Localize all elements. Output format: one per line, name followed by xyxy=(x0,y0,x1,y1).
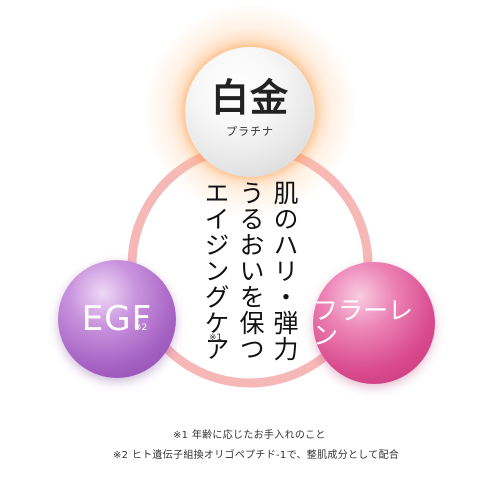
platinum-subtitle: プラチナ xyxy=(226,125,274,138)
footnote-2: ※2 ヒト遺伝子組換オリゴペプチド-1で、整肌成分として配合 xyxy=(113,450,400,461)
footnote-1: ※1 年齢に応じたお手入れのこと xyxy=(173,430,326,441)
fullerene-label: フラーレン xyxy=(313,296,414,350)
copy-line-firmness: 肌のハリ・弾力 xyxy=(270,180,299,362)
fullerene-ball: フラーレン xyxy=(313,262,435,384)
copy-footnote-mark: ※1 xyxy=(209,333,223,343)
platinum-ball: 白金 プラチナ xyxy=(185,47,315,177)
egf-ball: EGF ※2 xyxy=(58,260,176,378)
copy-line-aging-care: エイジングケア xyxy=(201,180,230,362)
egf-label: EGF xyxy=(81,299,153,339)
copy-line-moisture: うるおいを保つ xyxy=(236,180,265,362)
egf-footnote-mark: ※2 xyxy=(134,323,148,333)
platinum-title: 白金 xyxy=(210,76,289,120)
